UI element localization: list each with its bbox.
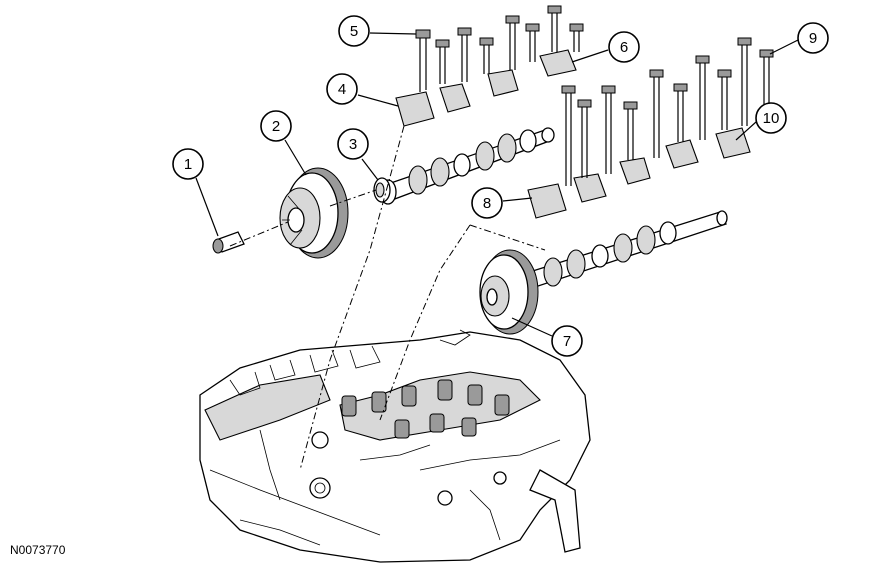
- callout-circle: [551, 325, 583, 357]
- callout-10: 10: [755, 102, 787, 134]
- callout-circle: [326, 73, 358, 105]
- bearing-caps: [395, 49, 751, 219]
- washer: [373, 177, 391, 203]
- callout-number: 8: [483, 195, 491, 212]
- callout-3: 3: [337, 128, 369, 160]
- callout-5: 5: [338, 15, 370, 47]
- sprocket-bolt: [212, 231, 245, 254]
- callout-circle: [260, 110, 292, 142]
- assembly-guide-lines: [229, 125, 546, 471]
- callout-number: 1: [184, 156, 192, 173]
- callout-number: 10: [763, 110, 780, 127]
- bearing-cap-bolts: [415, 5, 774, 186]
- callout-leaders: [195, 32, 799, 337]
- callout-circle: [172, 148, 204, 180]
- callout-4: 4: [326, 73, 358, 105]
- callout-circle: [755, 102, 787, 134]
- callout-6: 6: [608, 31, 640, 63]
- camshaft-lower: [519, 210, 728, 291]
- callout-circle: [608, 31, 640, 63]
- callout-circle: [471, 187, 503, 219]
- callout-1: 1: [172, 148, 204, 180]
- figure-reference-code: N0073770: [10, 543, 66, 557]
- callout-number: 5: [350, 23, 358, 40]
- callout-number: 3: [349, 136, 357, 153]
- vct-sprocket-lower: [479, 249, 539, 335]
- vct-sprocket-upper: [279, 167, 349, 259]
- callout-number: 4: [338, 81, 346, 98]
- cylinder-head-illustration: [199, 329, 591, 563]
- callout-9: 9: [797, 22, 829, 54]
- camshaft-upper: [379, 127, 555, 205]
- callout-circle: [337, 128, 369, 160]
- callout-2: 2: [260, 110, 292, 142]
- callout-number: 7: [563, 333, 571, 350]
- callout-circle: [338, 15, 370, 47]
- callout-8: 8: [471, 187, 503, 219]
- callout-circle: [797, 22, 829, 54]
- callout-number: 9: [809, 30, 817, 47]
- callout-number: 2: [272, 118, 280, 135]
- callout-7: 7: [551, 325, 583, 357]
- callout-group: 1 2 3 4 5 6 7 8 9 10: [172, 15, 829, 357]
- callout-number: 6: [620, 39, 628, 56]
